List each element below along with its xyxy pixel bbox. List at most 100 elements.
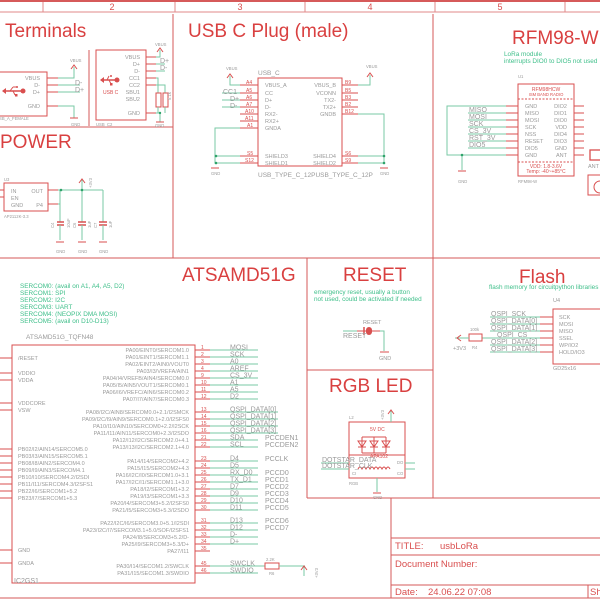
antenna-connector	[587, 174, 600, 196]
rfm98-note-line: LoRa module	[504, 51, 542, 58]
reset-section: emergency reset, usually a button not us…	[314, 289, 422, 303]
rgb-led-value: RGB	[349, 481, 358, 486]
net-dplus: D+	[230, 96, 239, 103]
pcc-label: PCCD6	[265, 518, 289, 525]
atsamd-right-pin: PA11/I11/AIN11/SERCOM0+2.3/I2SDO	[94, 431, 190, 437]
supply-3v3-label: +3V3	[88, 177, 93, 188]
atsamd-ref-label: IC2GS1	[14, 578, 39, 585]
pcc-label: PCCDEN1	[265, 435, 299, 442]
atsamd-right-pin: PA25/I9/SERCOM3+5.3/D+	[122, 542, 189, 548]
pin: SBU2	[126, 97, 140, 103]
pin: VBUS_A	[265, 83, 287, 89]
atsamd-left-pin: /RESET	[18, 356, 39, 362]
vbus-label: VBUS	[366, 64, 378, 69]
pin-number: 26	[201, 477, 207, 483]
pin: GND	[525, 104, 537, 110]
atsamd-right-pin: PA18/I2/SERCOM1+3.2	[130, 487, 189, 493]
atsamd-net-label: D10	[230, 498, 243, 505]
capacitor-c4[interactable]: C4 10uF GND	[50, 218, 71, 254]
capacitor-c6[interactable]: C6 1uF GND	[72, 220, 92, 254]
pin-number: 4	[201, 366, 204, 372]
usb-c2-connector[interactable]: USB C VBUS D+ D- CC1 CC2 SBU1 SBU2 GND U…	[95, 42, 172, 128]
pin: TX2-	[324, 98, 336, 104]
pin-number: B2	[345, 102, 351, 108]
pin-number: S6	[345, 151, 351, 157]
resistor-value: 5.1k	[167, 91, 172, 100]
atsamd-right-pin: PA05/I5/AIN5/VOUT1/SERCOM0.1	[103, 383, 189, 389]
power-regulator[interactable]: U3 IN EN GND OUT P4 AP2112K-3.3	[0, 177, 58, 219]
pcc-label: PCCD1	[265, 477, 289, 484]
pin: DIO4	[554, 132, 567, 138]
gnd-label: GND	[211, 171, 220, 176]
title-label: TITLE:	[395, 541, 424, 552]
atsamd-left-pin: PB08/I8/AIN2/SERCOM4.0	[18, 461, 85, 467]
pin-number: 9	[201, 373, 204, 379]
atsamd-net-label: QSPI_DATA[1]	[230, 414, 276, 421]
atsamd-notes: SERCOM0: (avail on A1, A4, A5, D2) SERCO…	[20, 283, 124, 341]
sercom-note: SERCOM4: (NEOPIX DMA MOSI)	[20, 311, 117, 318]
capacitor-c7[interactable]: C7 1uF GND	[93, 220, 113, 254]
pin-number: 15	[201, 421, 207, 427]
pin: MOSI	[525, 118, 540, 124]
gnd-label: GND	[99, 249, 108, 254]
net-qspi-sck: QSPI_SCK	[491, 311, 526, 318]
pin-number: 45	[201, 561, 207, 567]
rfm98-module[interactable]: RFM98HCW ISM BAND RADIO GND MISO MOSI SC…	[446, 83, 600, 196]
pin: SCK	[525, 125, 537, 131]
pin: GNDA	[265, 126, 281, 132]
usb-c-plug-value: USB_TYPE_C_12PUSB_TYPE_C_12P	[258, 172, 373, 179]
flash-section: flash memory for circuitpython libraries…	[489, 284, 598, 304]
atsamd-net-label: AREF	[230, 366, 249, 373]
flash-chip[interactable]: SCK MOSI MISO SSEL WP/IO2 HOLD/IO3 GD25x…	[453, 308, 600, 372]
net-qspi-data0: QSPI_DATA[0]	[491, 318, 537, 325]
usb-a-connector[interactable]: VBUS D- D+ GND USB_A_FEMALE VBUS D- D+ G…	[0, 58, 84, 127]
pin-number: B9	[345, 80, 351, 86]
pin: CC1	[129, 76, 140, 82]
pin-number: A4	[246, 80, 252, 86]
gnd-label: GND	[458, 179, 467, 184]
ruler: 2 3 4 5	[0, 0, 600, 13]
atsamd-right-pin: PA10/I10/AIN10/SERCOM0+2.2/I2SCK	[93, 424, 189, 430]
net-qspi-data3: QSPI_DATA[3]	[491, 346, 537, 353]
pin: VBUS_B	[314, 83, 336, 89]
atsamd-net-label: D-	[230, 532, 238, 539]
pin: SCK	[559, 315, 571, 321]
pin-number: 11	[201, 387, 206, 393]
flash-note: flash memory for circuitpython libraries	[489, 284, 598, 291]
usb-c-plug[interactable]: USB_C VBUS_A CC D+ D- RX2- RX2+ GNDA SHI…	[211, 64, 389, 179]
atsamd-left-pin: PB11/I11/SERCOM4.3/I2SFS1	[18, 482, 93, 488]
rgb-led[interactable]: L2 5V DC APA102 CI DO CO RGB +3V3 GND DO…	[321, 409, 415, 500]
power-title: POWER	[0, 132, 72, 153]
ruler-col-3: 3	[237, 2, 242, 12]
pin-number: 28	[201, 491, 207, 497]
atsamd-net-label: D2	[230, 394, 239, 401]
reset-button[interactable]: RESET RESET GND	[343, 320, 391, 362]
pcc-label: PCCD5	[265, 505, 289, 512]
pcc-label: PCCD0	[265, 470, 289, 477]
reset-title: RESET	[343, 265, 407, 286]
pin-number: S12	[245, 158, 254, 164]
pin: SSEL	[559, 336, 573, 342]
atsamd-right-pin: PA12/I12/I2C/SERCOM2.0+4.1	[113, 438, 189, 444]
pin-number: B3	[345, 95, 351, 101]
atsamd-left-pin: PB02/I2/AIN14/SERCOM5.0	[18, 447, 88, 453]
atsamd-right-pin: PA30/I14/SECOM1.2/SWCLK	[116, 564, 189, 570]
pin: CO	[397, 471, 404, 476]
resistor-ref: R4	[472, 345, 478, 350]
usb-a-part-name: USB_A_FEMALE	[0, 116, 29, 121]
atsamd-right-pin: PA04/I4/VREFB/AIN4/SERCOM0.0	[103, 376, 189, 382]
atsamd-right-pin: PA22/I2C/I6/SERCOM3.0+5.1/I2SDI	[100, 521, 189, 527]
sheet-label: Sh	[590, 587, 600, 598]
atsamd-net-label: D+	[230, 539, 239, 546]
atsamd-chip[interactable]: IC2GS1 /RESETVDDIOVDDAVDDCOREVSWPB02/I2/…	[0, 344, 305, 586]
pin-number: 23	[201, 456, 207, 462]
title-block: TITLE: usbLoRa Document Number: Date: 24…	[391, 537, 600, 598]
pin: GND	[555, 146, 567, 152]
section-dividers	[0, 14, 600, 599]
pin: CI	[352, 471, 356, 476]
ruler-col-5: 5	[497, 2, 502, 12]
pin: DIO0	[554, 118, 567, 124]
usb-c-logo-label: USB C	[103, 90, 119, 96]
sercom-note: SERCOM1: SPI	[20, 290, 66, 297]
pin-in: IN	[11, 189, 17, 195]
